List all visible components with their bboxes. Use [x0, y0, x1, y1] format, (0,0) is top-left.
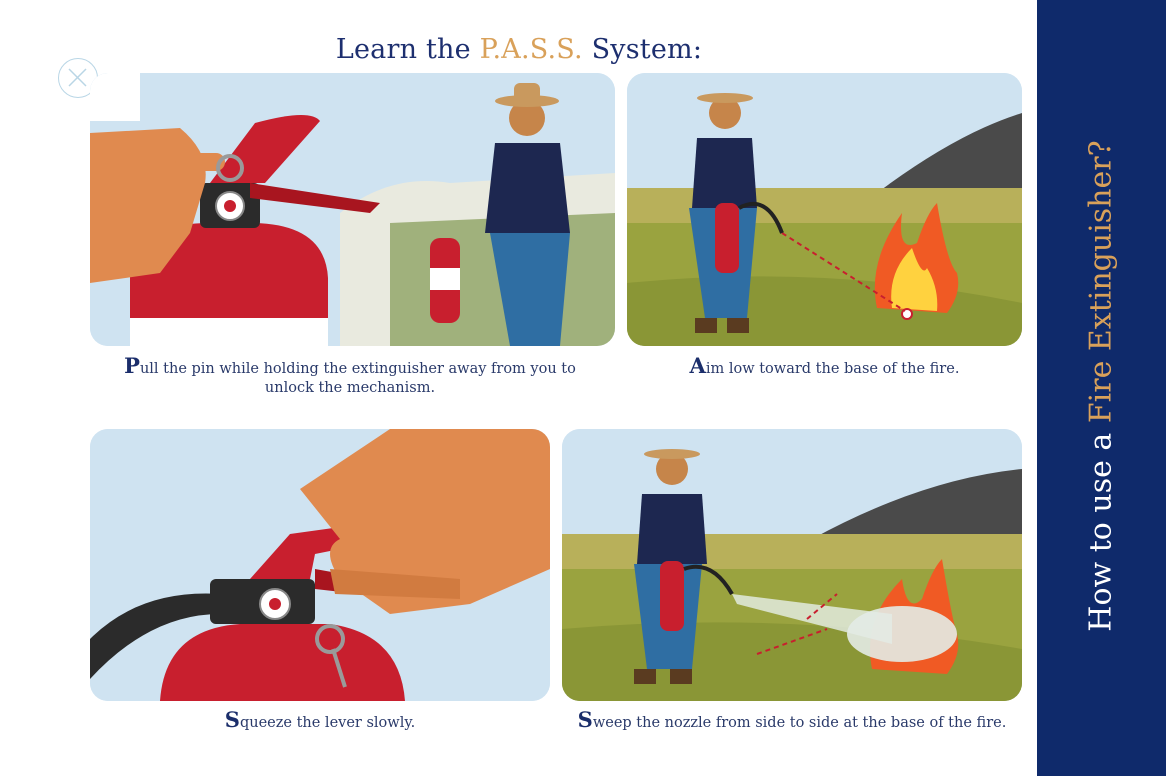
title-suffix: System:: [591, 34, 703, 65]
title-highlight: P.A.S.S.: [479, 34, 583, 65]
sidebar-title: How to use a Fire Extinguisher?: [1084, 140, 1119, 631]
illustration-squeeze: [90, 429, 550, 701]
step-letter: S: [224, 707, 240, 732]
caption-pull: Pull the pin while holding the extinguis…: [110, 353, 590, 398]
sidebar: How to use a Fire Extinguisher?: [1037, 0, 1166, 776]
step-text: queeze the lever slowly.: [239, 715, 416, 731]
caption-sweep: Sweep the nozzle from side to side at th…: [562, 707, 1022, 733]
step-letter: P: [124, 353, 140, 378]
close-icon: [68, 68, 87, 87]
step-letter: S: [577, 707, 593, 732]
title-prefix: Learn the: [335, 34, 471, 65]
sidebar-title-highlight: Fire Extinguisher?: [1083, 140, 1119, 424]
illustration-aim: [627, 73, 1022, 346]
illustration-sweep: [562, 429, 1022, 701]
illustration-pull: [90, 73, 615, 346]
sidebar-title-prefix: How to use a: [1083, 432, 1119, 632]
step-text: ull the pin while holding the extinguish…: [139, 361, 576, 396]
step-letter: A: [689, 353, 706, 378]
step-text: weep the nozzle from side to side at the…: [592, 715, 1007, 731]
page-title: Learn the P.A.S.S. System:: [0, 34, 1038, 65]
step-text: im low toward the base of the fire.: [705, 361, 960, 377]
caption-squeeze: Squeeze the lever slowly.: [90, 707, 550, 733]
caption-aim: Aim low toward the base of the fire.: [627, 353, 1022, 379]
